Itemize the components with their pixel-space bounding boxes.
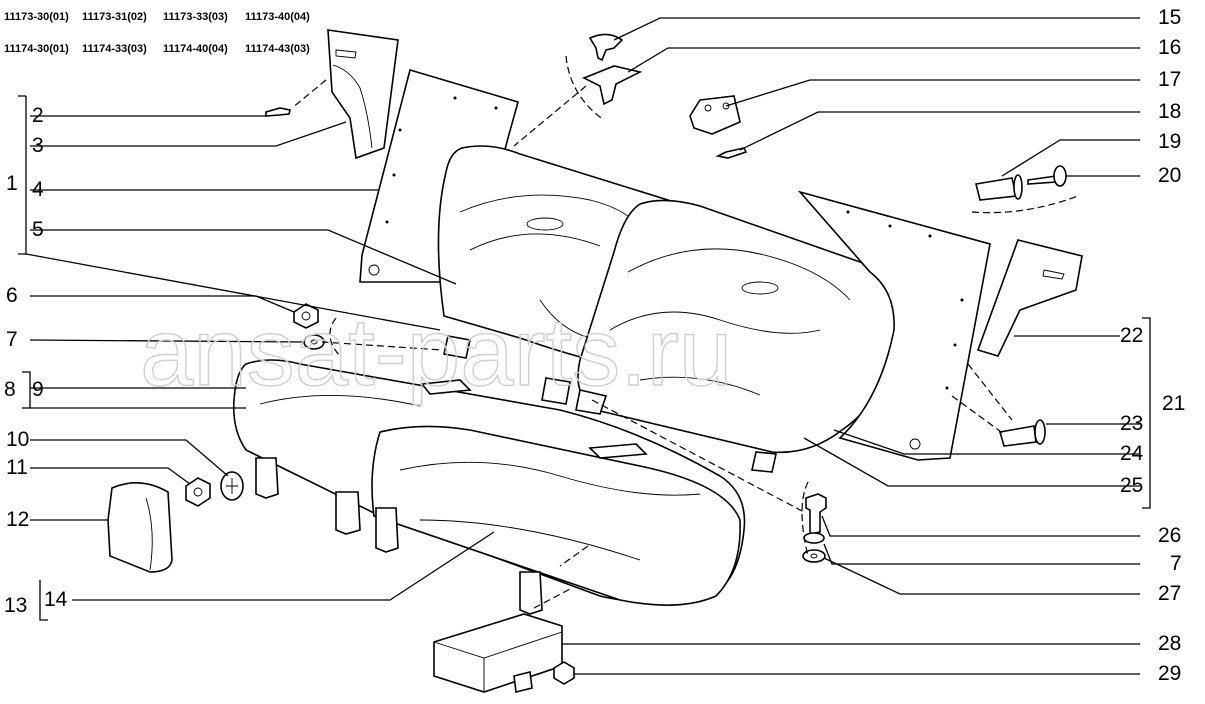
callout-17: 17	[1158, 68, 1181, 91]
push-pin-23	[998, 425, 1037, 447]
left-backrest	[437, 145, 670, 361]
seat-parts	[107, 29, 1083, 693]
watermark: ansat-parts.ru	[140, 299, 732, 406]
callout-23: 23	[1120, 412, 1143, 435]
backrest-foot	[751, 451, 777, 473]
assembly-dashed-lines	[291, 55, 1079, 609]
bolt-26	[805, 493, 827, 535]
callout-11: 11	[6, 456, 28, 479]
callout-13: 13	[4, 594, 27, 617]
callout-22: 22	[1120, 324, 1143, 347]
callout-7: 7	[6, 328, 18, 351]
model-code: 11174-43(03)	[245, 43, 310, 55]
right-backrest	[577, 199, 901, 454]
callout-5: 5	[32, 218, 44, 241]
seat-belt-buckle	[588, 443, 648, 459]
nut-6	[293, 303, 319, 329]
model-code: 11174-40(04)	[163, 43, 228, 55]
pin-20	[1027, 175, 1057, 185]
model-code: 11173-40(04)	[245, 11, 310, 23]
push-pin-19	[975, 177, 1017, 201]
nut-11	[185, 477, 211, 507]
callout-2: 2	[32, 104, 44, 127]
callout-21: 21	[1162, 392, 1185, 415]
callout-19: 19	[1158, 130, 1181, 153]
callout-26: 26	[1158, 524, 1181, 547]
callout-15: 15	[1158, 6, 1181, 29]
callout-numbers: 1 2 3 4 5 6 7 8 9 10 11 12 13 14 15 16 1…	[4, 6, 1185, 685]
callout-8: 8	[4, 378, 16, 401]
callout-25: 25	[1120, 474, 1143, 497]
backrest-foot	[575, 389, 608, 415]
left-hinge-bracket	[327, 29, 399, 160]
callout-27: 27	[1158, 582, 1181, 605]
callout-4: 4	[32, 178, 44, 201]
seat-hook	[375, 507, 399, 553]
model-code: 11173-30(01)	[4, 11, 69, 23]
module-tab	[513, 671, 533, 693]
seat-hook	[519, 571, 543, 615]
washer-7-right	[803, 532, 825, 544]
seat-hook	[335, 491, 361, 535]
callout-24: 24	[1120, 442, 1144, 465]
model-code: 11174-30(01)	[4, 43, 69, 55]
model-code: 11174-33(03)	[82, 43, 147, 55]
callout-20: 20	[1158, 164, 1181, 187]
nut-29	[553, 661, 575, 685]
callout-14: 14	[44, 588, 68, 611]
model-code: 11173-31(02)	[82, 11, 147, 23]
callout-10: 10	[6, 428, 29, 451]
callout-1: 1	[6, 172, 18, 195]
cap-12	[107, 482, 173, 573]
callout-6: 6	[6, 284, 18, 307]
callout-18: 18	[1158, 100, 1181, 123]
callout-16: 16	[1158, 36, 1181, 59]
model-code: 11173-33(03)	[163, 11, 228, 23]
screw-2	[265, 107, 291, 117]
seat-cushion-right-section	[371, 425, 741, 606]
callout-29: 29	[1158, 662, 1181, 685]
leader-lines	[18, 17, 1151, 675]
bracket-17	[689, 95, 741, 135]
callout-28: 28	[1158, 632, 1181, 655]
screw-18	[715, 147, 748, 159]
callout-12: 12	[6, 508, 29, 531]
callout-9: 9	[32, 378, 44, 401]
right-backrest-panel	[797, 190, 991, 461]
callout-7-right: 7	[1170, 552, 1182, 575]
backrest-foot	[443, 335, 471, 359]
right-hinge-bracket	[976, 239, 1083, 357]
washer-27	[802, 549, 826, 563]
callout-3: 3	[32, 134, 44, 157]
model-codes: 11173-30(01) 11173-31(02) 11173-33(03) 1…	[4, 11, 310, 55]
seat-belt-buckle	[420, 379, 472, 395]
clip-16	[582, 65, 643, 106]
backrest-foot	[541, 377, 571, 405]
seat-hook	[255, 457, 279, 499]
